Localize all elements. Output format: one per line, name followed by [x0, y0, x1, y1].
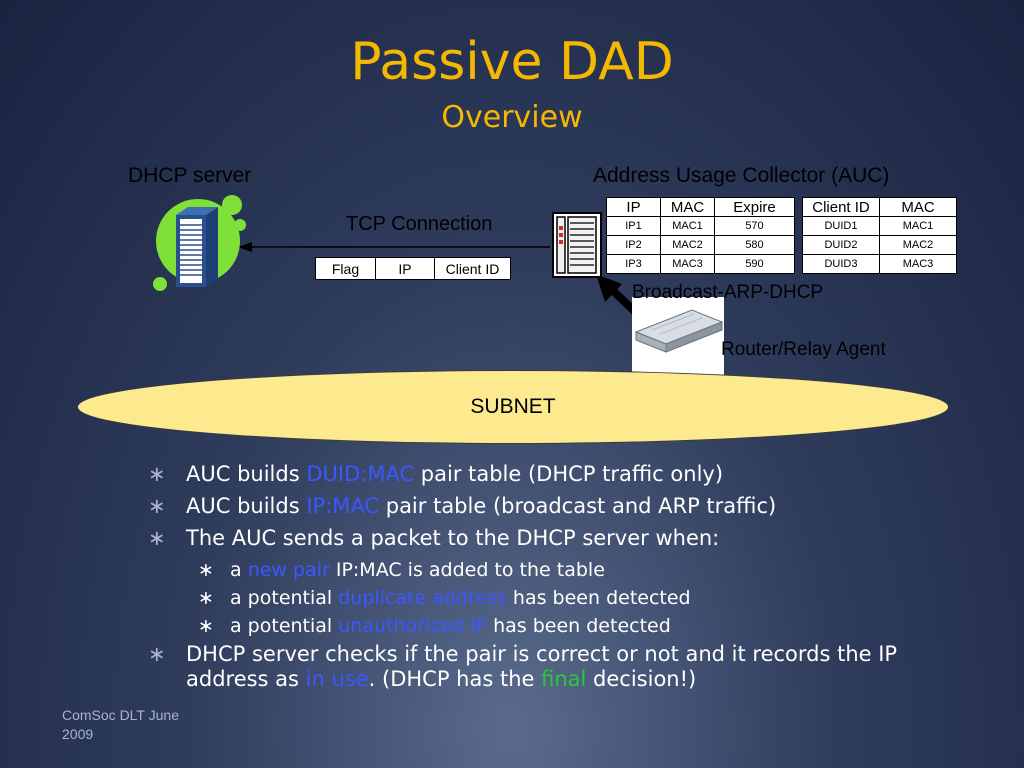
ip-header: IP [606, 197, 661, 217]
bullet-text: AUC builds [186, 494, 307, 518]
bullet-text: IP:MAC is added to the table [329, 559, 605, 581]
table-cell: MAC2 [879, 235, 957, 255]
client-id-header: Client ID [802, 197, 880, 217]
asterisk-bullet-icon: ∗ [148, 526, 166, 550]
bullet-list: ∗ AUC builds DUID:MAC pair table (DHCP t… [148, 462, 968, 699]
asterisk-bullet-icon: ∗ [148, 462, 166, 486]
router-label: Router/Relay Agent [721, 339, 886, 360]
footer-line: 2009 [62, 726, 94, 742]
table-cell: IP2 [606, 235, 661, 255]
mac-header: MAC [879, 197, 957, 217]
slide-subtitle: Overview [441, 100, 583, 135]
table-row: IP2 MAC2 580 [606, 235, 795, 255]
bullet-item: ∗ AUC builds DUID:MAC pair table (DHCP t… [148, 462, 968, 487]
table-cell: IP1 [606, 216, 661, 236]
slide-title: Passive DAD [350, 32, 674, 92]
bullet-text: pair table (DHCP traffic only) [414, 462, 724, 486]
table-cell: MAC2 [660, 235, 715, 255]
table-cell: MAC1 [660, 216, 715, 236]
subnet-ellipse: SUBNET [77, 370, 949, 444]
asterisk-bullet-icon: ∗ [148, 494, 166, 518]
mac-header: MAC [660, 197, 715, 217]
highlight-new-pair: new pair [247, 559, 330, 581]
bullet-text: has been detected [506, 587, 691, 609]
bullet-item: ∗ The AUC sends a packet to the DHCP ser… [148, 526, 968, 551]
tcp-connection-label: TCP Connection [346, 213, 493, 235]
bullet-text: pair table (broadcast and ARP traffic) [379, 494, 777, 518]
table-row: IP3 MAC3 590 [606, 254, 795, 274]
sub-bullet-item: ∗ a new pair IP:MAC is added to the tabl… [148, 558, 968, 582]
bullet-text: DHCP server checks if the pair is correc… [186, 642, 898, 691]
asterisk-bullet-icon: ∗ [198, 615, 214, 637]
router-icon [634, 309, 724, 353]
table-cell: 570 [714, 216, 795, 236]
asterisk-bullet-icon: ∗ [198, 587, 214, 609]
expire-header: Expire [714, 197, 795, 217]
dhcp-server-label: DHCP server [128, 164, 252, 187]
packet-format: Flag IP Client ID [315, 257, 511, 280]
highlight-in-use: in use [305, 667, 369, 691]
packet-field-ip: IP [375, 257, 435, 280]
bullet-item: ∗ AUC builds IP:MAC pair table (broadcas… [148, 494, 968, 519]
subnet-label: SUBNET [470, 395, 556, 418]
table-cell: 580 [714, 235, 795, 255]
broadcast-label: Broadcast-ARP-DHCP [632, 282, 824, 303]
bullet-text: a potential [230, 587, 339, 609]
bullet-text: . (DHCP has the [368, 667, 542, 691]
bullet-item: ∗ DHCP server checks if the pair is corr… [148, 642, 968, 692]
highlight-unauthorized-ip: unauthorized IP [338, 615, 488, 637]
bullet-text: a [230, 559, 248, 581]
sub-bullet-item: ∗ a potential unauthorized IP has been d… [148, 614, 968, 638]
auc-server-icon [552, 212, 602, 278]
table-row: IP1 MAC1 570 [606, 216, 795, 236]
table-cell: IP3 [606, 254, 661, 274]
bullet-text: decision!) [586, 667, 697, 691]
duid-mac-table: Client ID MAC DUID1 MAC1 DUID2 MAC2 DUID… [802, 197, 957, 274]
footer-line: ComSoc DLT June [62, 707, 179, 723]
table-cell: DUID3 [802, 254, 880, 274]
table-cell: MAC1 [879, 216, 957, 236]
broadcast-arrowhead [596, 274, 622, 302]
highlight-duid-mac: DUID:MAC [306, 462, 415, 486]
packet-field-client-id: Client ID [434, 257, 511, 280]
bullet-text: The AUC sends a packet to the DHCP serve… [186, 526, 720, 550]
highlight-final: final [541, 667, 587, 691]
bullet-text: a potential [230, 615, 339, 637]
dhcp-server-icon [153, 195, 246, 291]
table-cell: MAC3 [660, 254, 715, 274]
table-row: DUID3 MAC3 [802, 254, 957, 274]
bullet-text: has been detected [487, 615, 671, 637]
auc-label: Address Usage Collector (AUC) [593, 164, 890, 187]
ip-mac-table: IP MAC Expire IP1 MAC1 570 IP2 MAC2 580 … [606, 197, 795, 274]
bullet-text: AUC builds [186, 462, 307, 486]
table-cell: DUID1 [802, 216, 880, 236]
sub-bullet-item: ∗ a potential duplicate address has been… [148, 586, 968, 610]
tcp-arrowhead [238, 242, 252, 252]
footer: ComSoc DLT June 2009 [62, 706, 222, 744]
packet-field-flag: Flag [315, 257, 376, 280]
highlight-duplicate-address: duplicate address [338, 587, 507, 609]
highlight-ip-mac: IP:MAC [306, 494, 380, 518]
table-cell: DUID2 [802, 235, 880, 255]
asterisk-bullet-icon: ∗ [148, 642, 166, 666]
asterisk-bullet-icon: ∗ [198, 559, 214, 581]
table-row: DUID1 MAC1 [802, 216, 957, 236]
table-cell: MAC3 [879, 254, 957, 274]
table-cell: 590 [714, 254, 795, 274]
table-row: DUID2 MAC2 [802, 235, 957, 255]
